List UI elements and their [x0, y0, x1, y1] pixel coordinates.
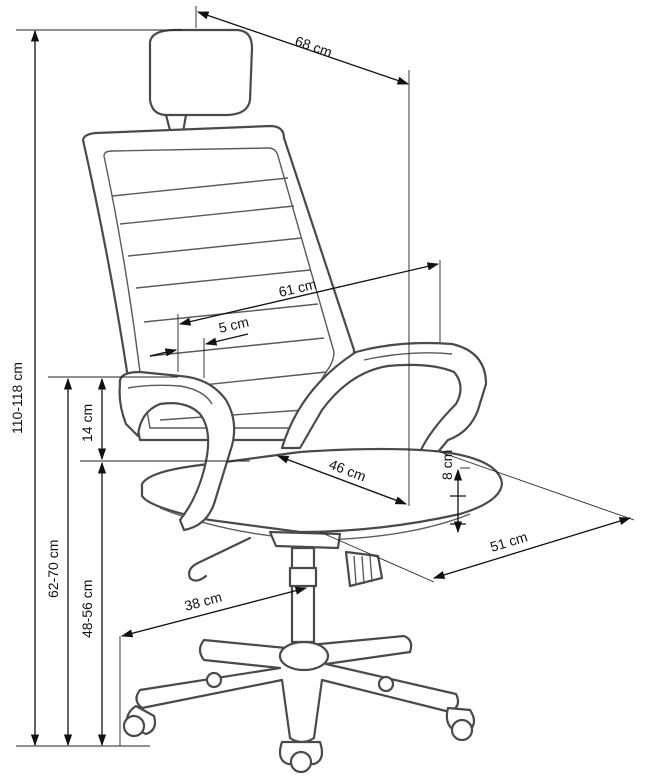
label-total-height: 110-118 cm — [9, 362, 25, 434]
casters — [122, 671, 476, 774]
label-depth-total: 68 cm — [293, 33, 334, 61]
dim-line-seat-depth — [432, 517, 632, 579]
gas-cylinder-collar — [288, 566, 318, 588]
label-armrest-height: 14 cm — [79, 404, 95, 442]
caster-right-wheel — [450, 718, 474, 742]
dim-line-base-radius — [120, 586, 308, 638]
label-armrest-floor-height: 62-70 cm — [45, 540, 61, 598]
left-armrest — [118, 370, 236, 532]
dim-line-depth-total — [196, 11, 410, 85]
chair-drawing — [81, 28, 504, 774]
caster-front-wheel — [289, 750, 313, 774]
label-seat-thickness: 8 cm — [439, 450, 455, 480]
base-hub — [278, 640, 330, 672]
caster-back-right-wheel — [377, 675, 395, 693]
label-lumbar-offset: 5 cm — [217, 314, 250, 336]
tilt-mechanism — [268, 530, 342, 550]
dim-line-seat-width — [276, 455, 408, 505]
gas-cylinder — [290, 546, 316, 644]
dimension-lines — [16, 6, 635, 747]
height-lever — [188, 536, 252, 582]
label-base-radius: 38 cm — [183, 589, 224, 614]
caster-back-left-wheel — [205, 671, 223, 689]
tension-knob-ribs — [353, 555, 373, 585]
label-seat-floor-height: 48-56 cm — [79, 580, 95, 638]
left-armrest-pad — [127, 384, 213, 405]
dim-line-backrest-width — [178, 262, 440, 326]
backrest-mesh — [103, 147, 335, 429]
right-armrest — [280, 341, 488, 454]
headrest — [148, 28, 254, 117]
caster-left-wheel — [122, 714, 146, 738]
